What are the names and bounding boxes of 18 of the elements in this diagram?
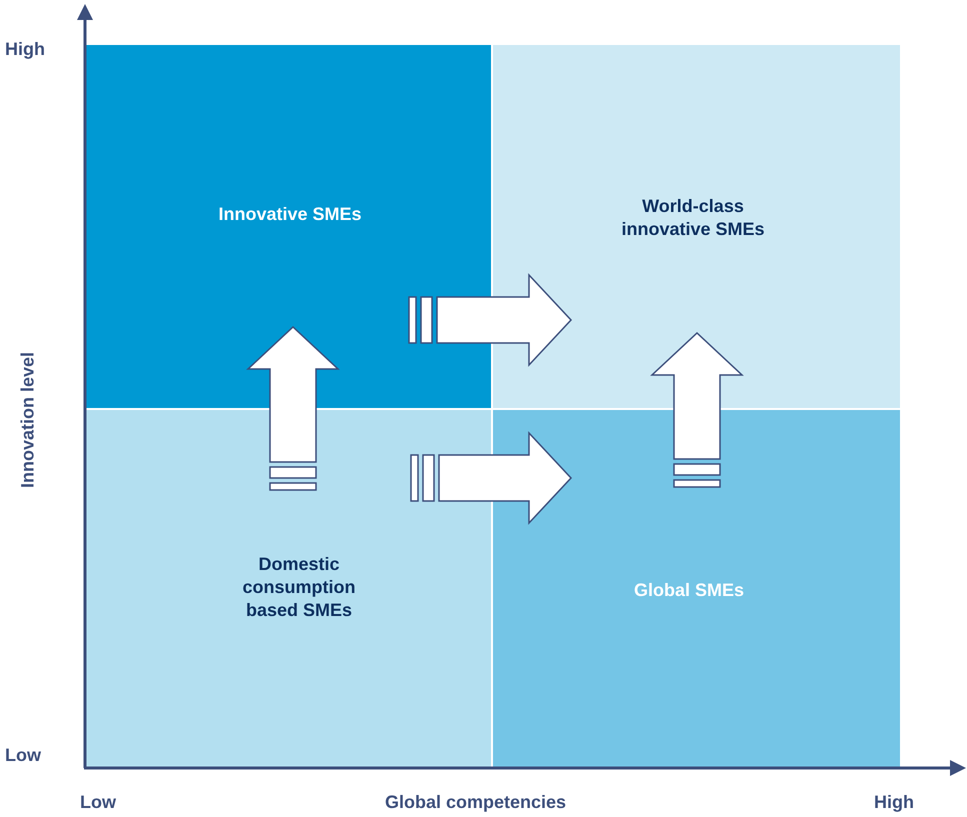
block-arrow <box>410 431 572 525</box>
quadrant-box <box>85 45 491 408</box>
axis-label: Low <box>80 792 116 813</box>
axis-title: Innovation level <box>18 352 38 488</box>
block-arrow <box>246 326 340 491</box>
axis-label: Low <box>5 745 41 766</box>
block-arrow <box>408 273 572 367</box>
quadrant-title: Domestic consumption based SMEs <box>242 553 356 622</box>
quadrant-box <box>493 45 900 408</box>
quadrant-title: Global SMEs <box>632 579 746 602</box>
axis-label: High <box>874 792 914 813</box>
block-arrow <box>650 332 744 488</box>
axis-label: Global competencies <box>385 792 566 813</box>
quadrant-box <box>493 410 900 768</box>
quadrant-title: World-class innovative SMEs <box>620 195 766 241</box>
quadrant-title: Innovative SMEs <box>217 203 363 226</box>
axis-label: High <box>5 39 45 60</box>
quadrant-box <box>85 410 491 768</box>
